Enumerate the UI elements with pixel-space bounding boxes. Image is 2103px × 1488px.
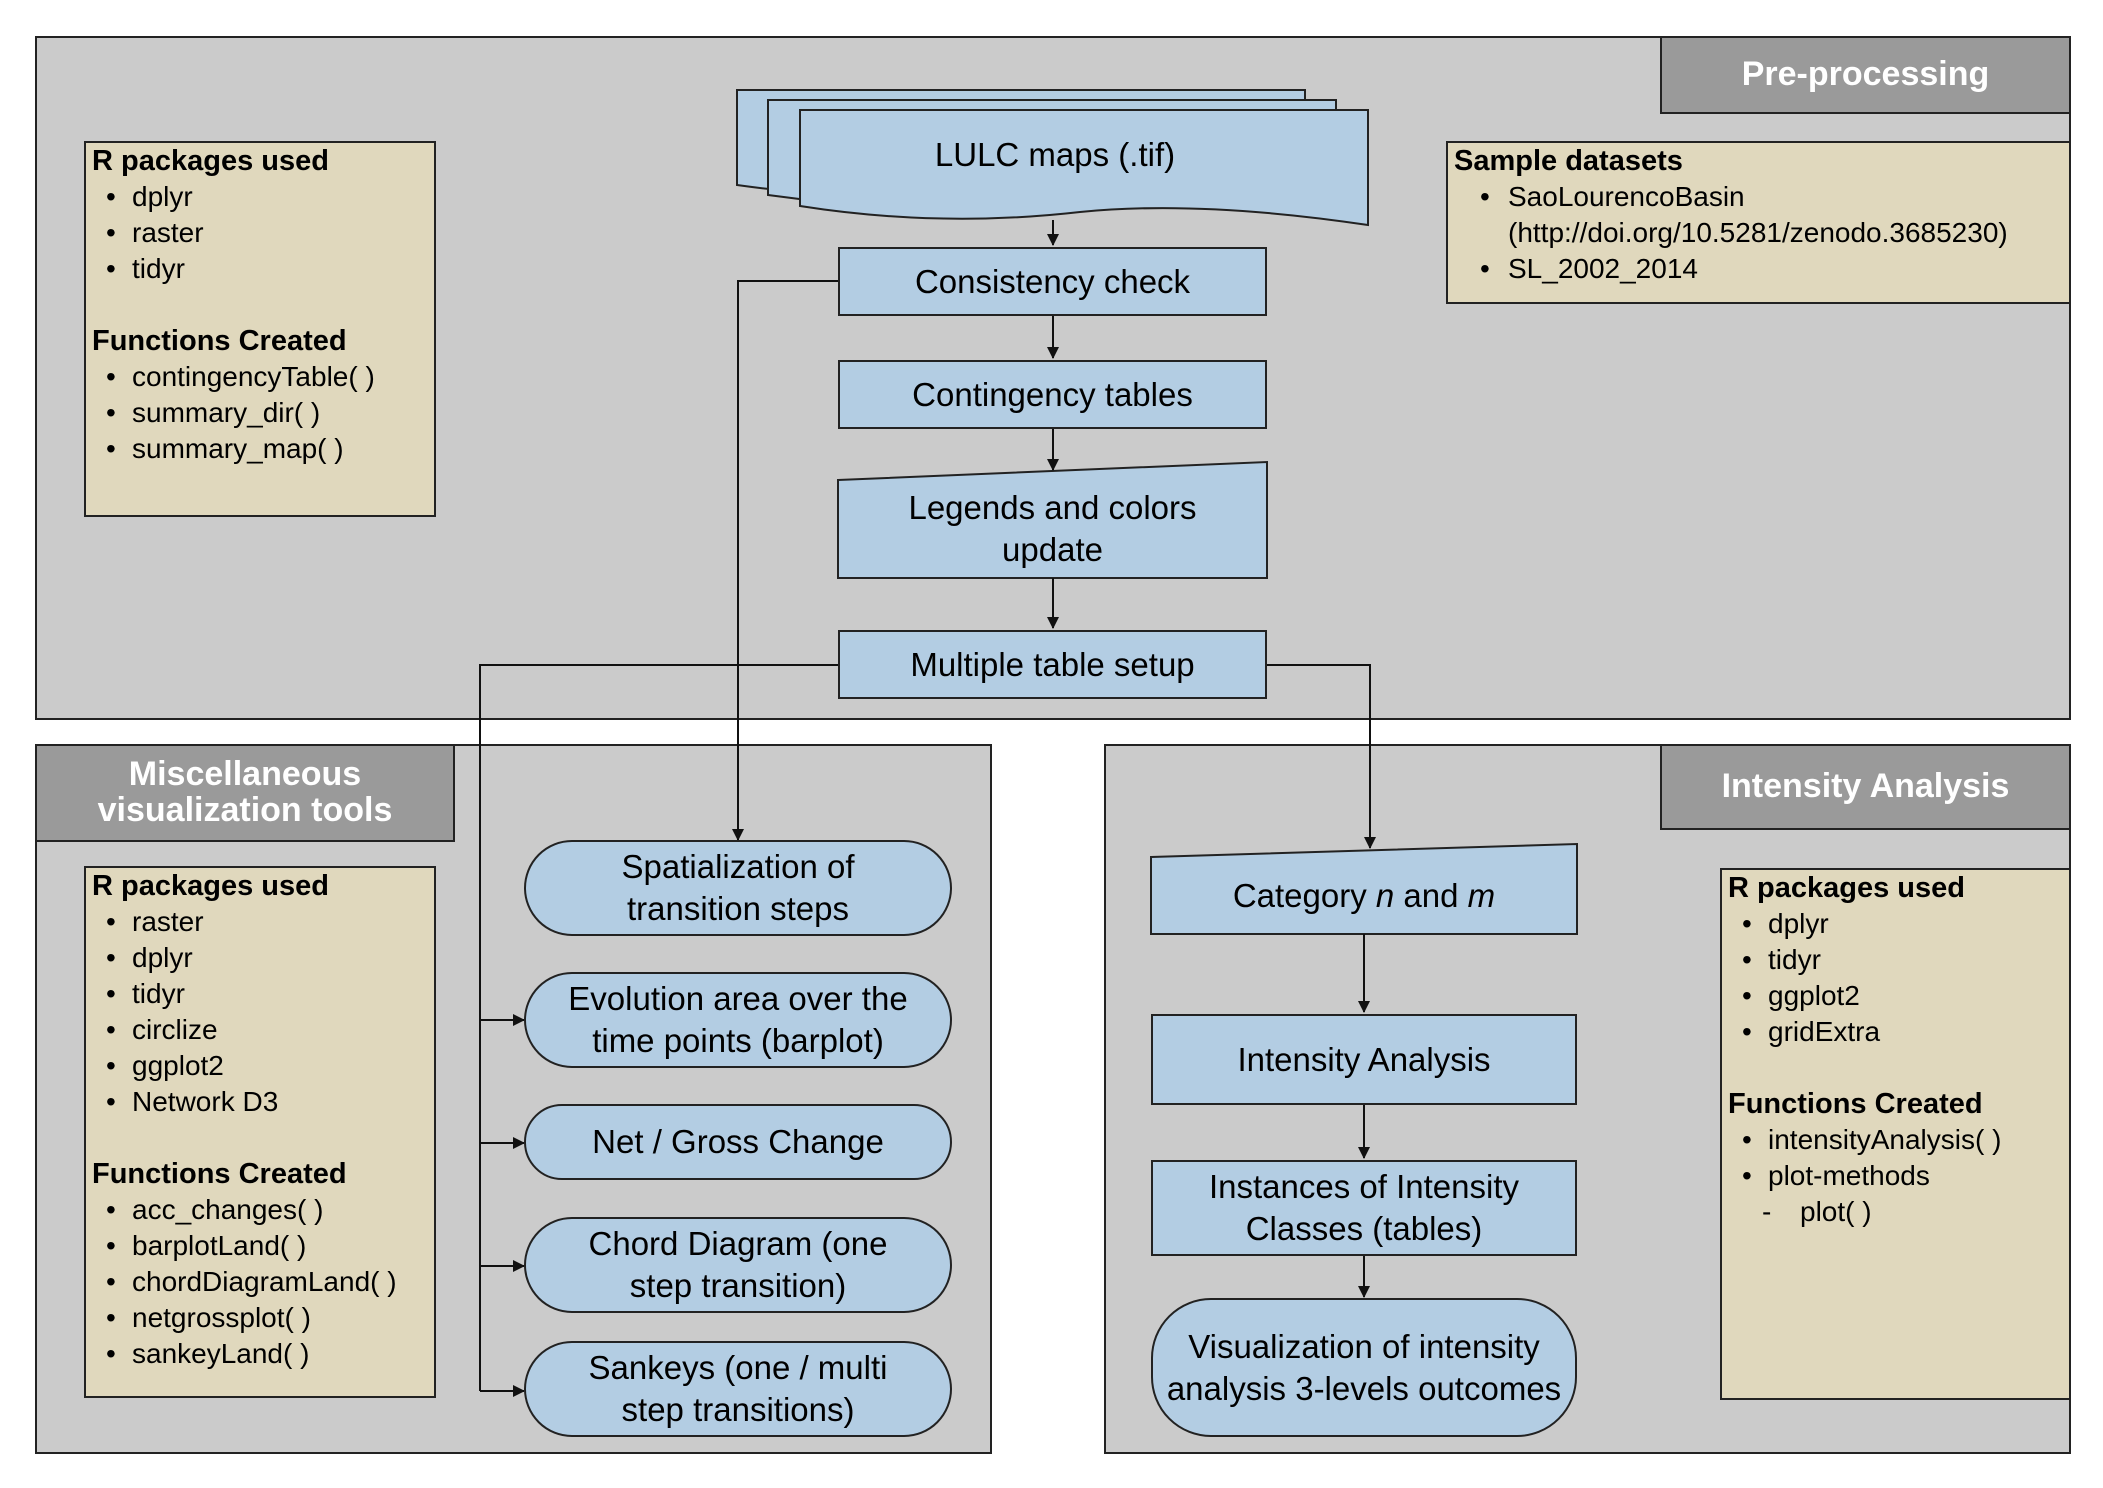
list-item: raster <box>106 215 434 251</box>
category-prefix: Category <box>1232 876 1376 914</box>
packages-heading: R packages used <box>92 870 329 902</box>
functions-list: intensityAnalysis( ) plot-methods <box>1728 1122 2069 1194</box>
dataset-link[interactable]: (http://doi.org/10.5281/zenodo.3685230) <box>1508 217 2008 248</box>
contingency-tables-node: Contingency tables <box>838 360 1267 429</box>
lulc-document-stack <box>736 89 1369 227</box>
packages-heading: R packages used <box>92 145 329 177</box>
consistency-check-node: Consistency check <box>838 247 1267 316</box>
list-item: plot-methods <box>1742 1158 2069 1194</box>
list-item: chordDiagramLand( ) <box>106 1264 434 1300</box>
functions-list: acc_changes( ) barplotLand( ) chordDiagr… <box>92 1192 434 1372</box>
list-item: intensityAnalysis( ) <box>1742 1122 2069 1158</box>
list-item: Network D3 <box>106 1084 434 1120</box>
functions-heading: Functions Created <box>1728 1088 1983 1120</box>
net-gross-change-node: Net / Gross Change <box>524 1104 952 1180</box>
spatialization-node: Spatialization of transition steps <box>524 840 952 936</box>
list-item: gridExtra <box>1742 1014 2069 1050</box>
list-item: dplyr <box>106 179 434 215</box>
visualization-intensity-node: Visualization of intensity analysis 3-le… <box>1151 1298 1577 1437</box>
list-item: tidyr <box>1742 942 2069 978</box>
multiple-table-setup-node: Multiple table setup <box>838 630 1267 699</box>
intensity-analysis-node: Intensity Analysis <box>1151 1014 1577 1105</box>
category-shape <box>1150 842 1578 935</box>
list-item: raster <box>106 904 434 940</box>
dataset-name: SaoLourencoBasin <box>1508 181 1745 212</box>
subfunctions-list: plot( ) <box>1728 1194 2069 1230</box>
legends-colors-label: Legends and colors update <box>908 489 1197 568</box>
list-item: sankeyLand( ) <box>106 1336 434 1372</box>
list-item: SaoLourencoBasin (http://doi.org/10.5281/… <box>1480 179 2069 251</box>
list-item: summary_map( ) <box>106 431 434 467</box>
legends-shape <box>837 460 1268 579</box>
evolution-area-node: Evolution area over the time points (bar… <box>524 972 952 1068</box>
list-item: ggplot2 <box>106 1048 434 1084</box>
list-item: plot( ) <box>1762 1194 2069 1230</box>
list-item: acc_changes( ) <box>106 1192 434 1228</box>
list-item: tidyr <box>106 251 434 287</box>
list-item: summary_dir( ) <box>106 395 434 431</box>
functions-list: contingencyTable( ) summary_dir( ) summa… <box>92 359 434 467</box>
datasets-list: SaoLourencoBasin (http://doi.org/10.5281/… <box>1454 179 2069 287</box>
list-item: tidyr <box>106 976 434 1012</box>
list-item: dplyr <box>1742 906 2069 942</box>
intensity-packages-box: R packages used dplyr tidyr ggplot2 grid… <box>1720 868 2071 1400</box>
list-item: SL_2002_2014 <box>1480 251 2069 287</box>
packages-heading: R packages used <box>1728 872 1965 904</box>
instances-intensity-node: Instances of Intensity Classes (tables) <box>1151 1160 1577 1256</box>
functions-heading: Functions Created <box>92 1158 347 1190</box>
category-n: n <box>1375 876 1395 914</box>
preprocessing-packages-box: R packages used dplyr raster tidyr Funct… <box>84 141 436 517</box>
list-item: barplotLand( ) <box>106 1228 434 1264</box>
sample-datasets-box: Sample datasets SaoLourencoBasin (http://… <box>1446 141 2071 304</box>
list-item: netgrossplot( ) <box>106 1300 434 1336</box>
list-item: contingencyTable( ) <box>106 359 434 395</box>
sankeys-node: Sankeys (one / multi step transitions) <box>524 1341 952 1437</box>
chord-diagram-node: Chord Diagram (one step transition) <box>524 1217 952 1313</box>
datasets-heading: Sample datasets <box>1454 145 1683 177</box>
lulc-maps-label: LULC maps (.tif) <box>934 136 1176 173</box>
category-n-m-label: Category n and m <box>1151 857 1577 934</box>
preprocessing-title: Pre-processing <box>1660 36 2071 114</box>
packages-list: raster dplyr tidyr circlize ggplot2 Netw… <box>92 904 434 1120</box>
intensity-title: Intensity Analysis <box>1660 744 2071 830</box>
list-item: circlize <box>106 1012 434 1048</box>
packages-list: dplyr raster tidyr <box>92 179 434 287</box>
functions-heading: Functions Created <box>92 325 347 357</box>
packages-list: dplyr tidyr ggplot2 gridExtra <box>1728 906 2069 1050</box>
list-item: ggplot2 <box>1742 978 2069 1014</box>
category-m: m <box>1467 876 1496 914</box>
category-and: and <box>1394 876 1468 914</box>
misc-title: Miscellaneous visualization tools <box>35 744 455 842</box>
list-item: dplyr <box>106 940 434 976</box>
misc-packages-box: R packages used raster dplyr tidyr circl… <box>84 866 436 1398</box>
